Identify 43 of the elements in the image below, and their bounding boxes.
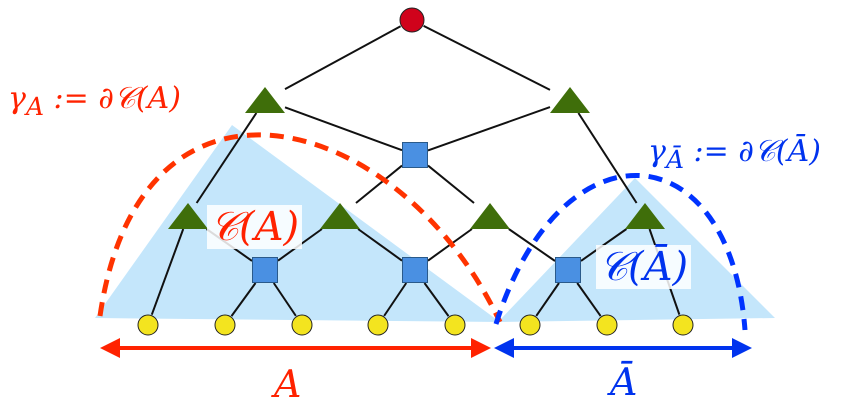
connector-line [428, 106, 550, 152]
circle-node [214, 314, 236, 336]
triangle-node [470, 203, 510, 229]
connector-line [150, 228, 184, 316]
region-label: 𝒞(Ā) [596, 245, 692, 289]
boundary-label: γ$_{Ā}$ := ∂𝒞(Ā) [648, 135, 821, 174]
connector-line [272, 282, 297, 316]
circle-node [444, 314, 466, 336]
connector-line [196, 112, 258, 204]
connector-line [383, 282, 408, 316]
circle-node [367, 314, 389, 336]
circle-node [596, 314, 618, 336]
circle-node [137, 314, 159, 336]
connector-line [427, 164, 475, 204]
connector-line [277, 228, 323, 262]
connector-line [355, 164, 403, 204]
connector-line [230, 282, 256, 317]
square-node [402, 257, 428, 283]
connector-line [535, 282, 560, 317]
connector-line [580, 228, 628, 262]
connector-line [357, 228, 403, 262]
square-node [402, 142, 428, 168]
connector-line [423, 24, 550, 91]
circle-node [399, 7, 425, 33]
connector-line [284, 106, 402, 152]
connector-line [284, 25, 402, 90]
connector-line [576, 282, 602, 317]
connector-line [427, 228, 473, 262]
square-node [252, 257, 278, 283]
triangle-node [550, 87, 590, 113]
region-label: 𝒞(A) [207, 205, 302, 249]
triangle-node [245, 87, 285, 113]
connector-line [508, 228, 556, 262]
circle-node [672, 314, 694, 336]
circle-node [291, 314, 313, 336]
triangle-node [168, 203, 208, 229]
square-node [555, 257, 581, 283]
triangle-node [320, 203, 360, 229]
circle-node [519, 314, 541, 336]
connector-line [578, 112, 638, 204]
triangle-node [625, 203, 665, 229]
boundary-label: γ$_{A}$ := ∂𝒞(A) [8, 82, 181, 120]
connector-line [424, 282, 450, 317]
